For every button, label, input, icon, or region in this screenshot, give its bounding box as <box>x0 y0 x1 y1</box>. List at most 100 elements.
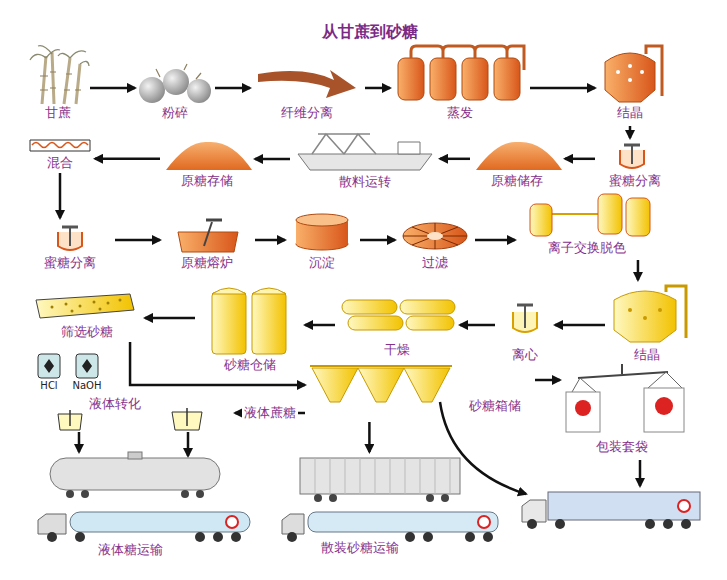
delivery-truck-picture <box>548 492 700 520</box>
ship-picture <box>312 134 376 154</box>
process-step: 离子交换脱色 <box>515 188 660 260</box>
raw-sugar-pile <box>166 142 252 170</box>
sieve-picture <box>79 305 82 308</box>
bulk-train-picture <box>282 514 304 534</box>
bulk-train-picture <box>465 532 475 542</box>
bulk-train-picture <box>478 516 490 528</box>
settling-tank-picture <box>296 214 348 250</box>
crushed-cane-picture <box>187 79 211 103</box>
flow-arrow <box>440 402 526 494</box>
flow-arrow <box>255 158 290 161</box>
tanker-picture <box>38 514 66 534</box>
tanker-picture <box>195 532 205 542</box>
ion-exchange-picture <box>598 194 622 234</box>
tanker-picture <box>231 532 241 542</box>
tanker-picture <box>81 490 89 498</box>
bulk-train-picture <box>300 458 460 494</box>
centrifuge-picture <box>524 304 526 328</box>
step-label: 原糖存储 <box>181 173 233 189</box>
flow-arrow <box>637 260 640 280</box>
bulk-train-picture <box>483 532 493 542</box>
tanker-picture <box>226 516 238 528</box>
flow-arrow <box>535 379 560 382</box>
crushed-cane-picture <box>139 77 165 103</box>
flow-arrow <box>639 460 642 486</box>
bulk-train-picture <box>426 494 434 502</box>
raw-sugar-pile <box>476 142 562 170</box>
dryer-picture <box>342 300 455 330</box>
chemical-label: HCl <box>40 380 57 392</box>
silo-picture <box>212 288 286 294</box>
tanker-picture <box>47 532 57 542</box>
evaporator-picture <box>462 58 488 100</box>
step-label: 沉淀 <box>309 255 335 271</box>
step-label: 蒸发 <box>447 105 473 121</box>
sieve-picture <box>65 303 68 306</box>
tanker-picture <box>50 458 220 490</box>
crystallizer-picture <box>628 64 632 68</box>
sieve-picture <box>119 299 122 302</box>
sugarcane-picture <box>30 46 89 66</box>
evaporator-picture <box>411 46 524 70</box>
step-label: 包装套袋 <box>596 439 648 455</box>
bulk-train-picture <box>308 512 498 532</box>
crushed-cane-picture <box>139 64 211 103</box>
chemical-bottle <box>38 354 98 378</box>
melter-picture <box>204 222 212 246</box>
flow-arrow <box>368 422 371 452</box>
evaporator-picture <box>430 58 456 100</box>
centrifuge-picture <box>69 226 71 246</box>
melter-picture <box>206 219 222 222</box>
sugarcane-picture <box>30 46 89 104</box>
packing-scale-picture <box>621 364 623 374</box>
ion-exchange-picture <box>552 213 598 215</box>
process-step: 筛选砂糖 <box>30 290 145 342</box>
flow-arrow <box>365 87 390 90</box>
step-label: 砂糖仓储 <box>224 357 276 373</box>
centrifuge-picture <box>58 226 82 250</box>
ion-exchange-picture <box>530 204 552 236</box>
evaporator-picture <box>398 58 424 100</box>
hopper-picture <box>310 366 452 402</box>
step-label: 原糖储存 <box>491 173 543 189</box>
filter-picture <box>403 223 467 249</box>
flow-arrow <box>59 173 62 218</box>
process-step: 混合 <box>25 135 95 173</box>
process-step: 蜜糖分离 <box>25 218 115 273</box>
crystallizer-picture <box>614 286 686 342</box>
packing-scale-picture <box>644 388 684 432</box>
packing-scale-picture <box>575 400 591 416</box>
sugarcane-picture <box>40 72 81 90</box>
crystallizer-picture <box>658 308 662 312</box>
centrifuge-picture <box>513 304 537 332</box>
process-step: 干燥 <box>335 290 460 360</box>
crystallizer-picture <box>646 46 662 96</box>
process-step: 粉碎 <box>135 60 215 123</box>
centrifuge-picture <box>62 226 78 229</box>
flow-arrow <box>629 126 632 138</box>
dryer-picture <box>342 300 397 314</box>
hopper-picture <box>404 368 450 402</box>
filter-picture <box>403 223 467 249</box>
centrifuge-picture <box>620 144 644 168</box>
dryer-picture <box>400 300 455 314</box>
step-label: 液体转化 <box>89 396 141 412</box>
flow-arrow <box>115 239 160 242</box>
process-step: 包装套袋 <box>560 362 685 457</box>
settling-tank-picture <box>296 214 348 226</box>
packing-scale-picture <box>655 397 673 415</box>
process-step: 蒸发 <box>390 45 530 123</box>
silo-picture <box>252 292 286 354</box>
sieve-picture <box>36 294 134 318</box>
delivery-truck-picture <box>681 519 691 529</box>
step-label: 液体糖运输 <box>98 542 163 558</box>
conversion-tank <box>186 408 188 426</box>
packing-scale-picture <box>566 364 684 432</box>
flow-arrow <box>255 239 285 242</box>
bulk-train-picture <box>405 532 415 542</box>
filter-picture <box>427 232 443 240</box>
bulk-train-picture <box>315 458 450 494</box>
process-step: 原糖储存 <box>470 138 565 190</box>
flow-arrow <box>530 87 595 90</box>
centrifuge-picture <box>517 304 533 307</box>
